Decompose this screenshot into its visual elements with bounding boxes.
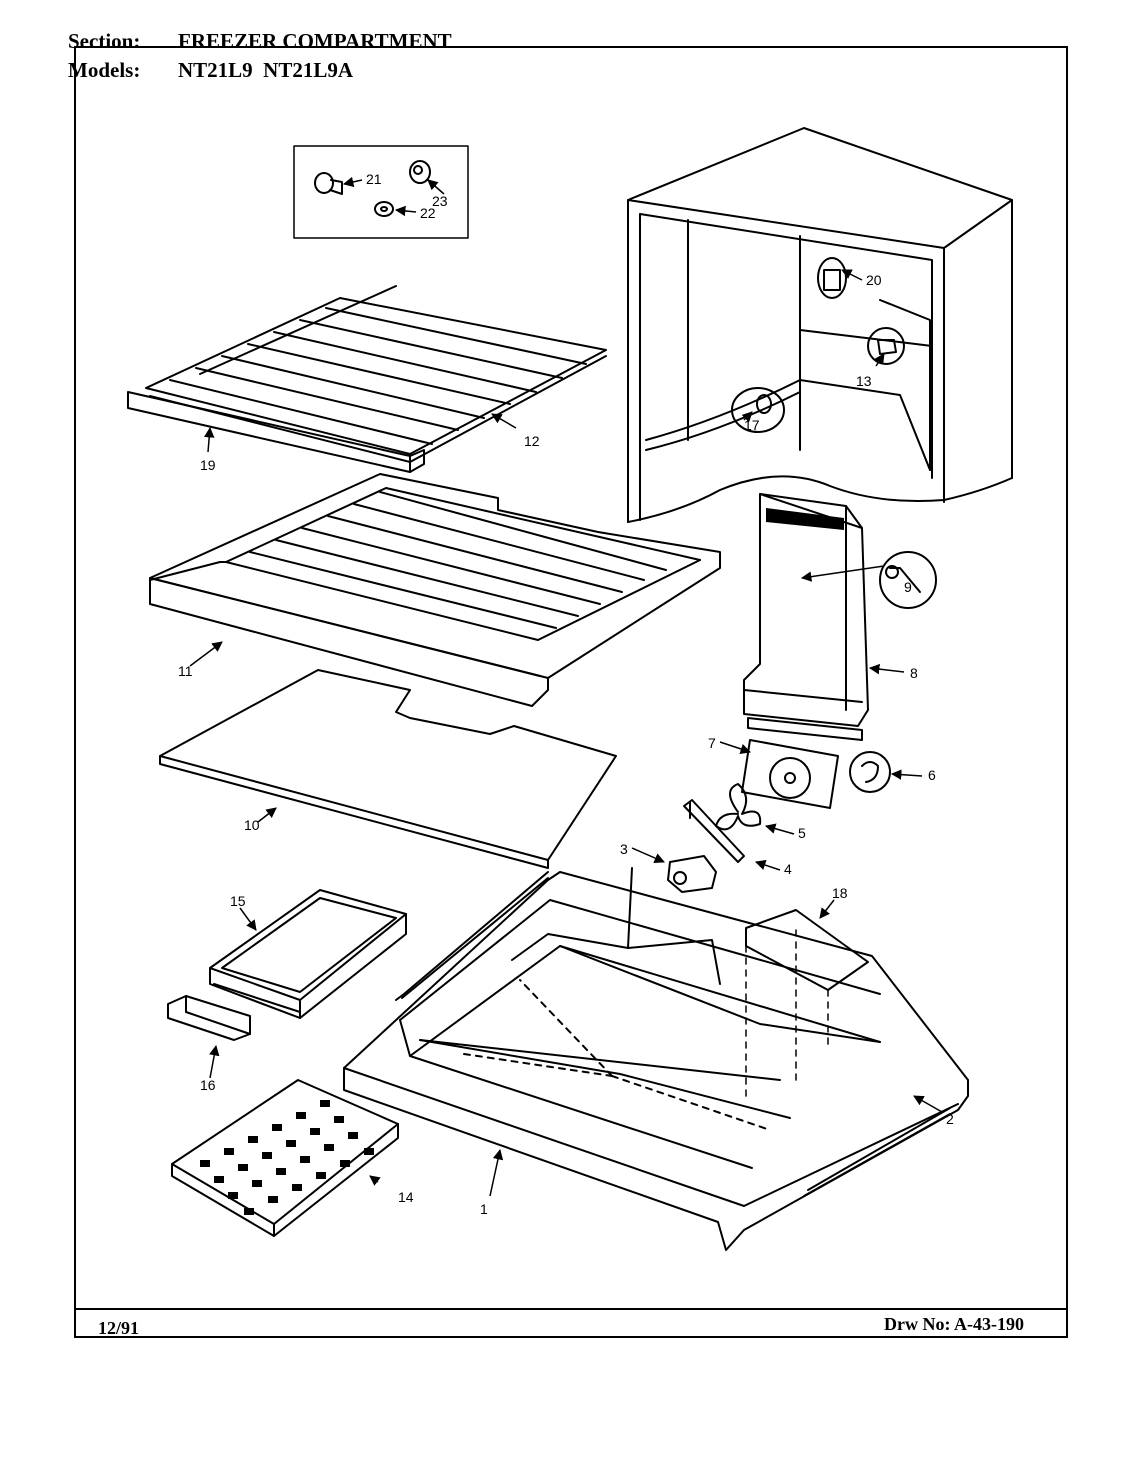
- callout-1: 1: [480, 1201, 488, 1217]
- part-17-plug: [731, 387, 785, 433]
- callout-22: 22: [420, 205, 436, 221]
- part-22-washer: [374, 201, 394, 217]
- part-5-fan-blade: [715, 783, 762, 831]
- part-23-cap: [409, 160, 431, 184]
- callout-5: 5: [798, 825, 806, 841]
- models-list: NT21L9 NT21L9A: [178, 58, 354, 82]
- callout-6: 6: [928, 767, 936, 783]
- part-11-freezer-shelf: [149, 473, 721, 707]
- part-8-air-duct: [743, 493, 869, 741]
- callout-leaders: [189, 176, 943, 1197]
- callout-4: 4: [784, 861, 792, 877]
- part-14-ice-tray: [171, 1079, 399, 1237]
- callout-17: 17: [744, 417, 760, 433]
- part-1-floor-pan: [343, 867, 969, 1251]
- part-21-bulb: [314, 172, 343, 195]
- part-6-grommet: [849, 751, 891, 793]
- callout-2: 2: [946, 1111, 954, 1127]
- part-7-fan-bracket: [741, 739, 839, 809]
- callout-10: 10: [244, 817, 260, 833]
- part-10-panel: [159, 669, 617, 869]
- callout-13: 13: [856, 373, 872, 389]
- drawing-date: 12/91: [98, 1318, 140, 1338]
- callout-20: 20: [866, 272, 882, 288]
- callout-11: 11: [178, 663, 193, 679]
- footer-divider: [74, 1308, 1068, 1310]
- drawing-frame: [74, 46, 1068, 1338]
- callout-3: 3: [620, 841, 628, 857]
- freezer-cabinet: [627, 127, 1013, 523]
- ice-tray-cells: [200, 1100, 374, 1215]
- drawing-number: Drw No: A-43-190: [884, 1314, 1024, 1334]
- callout-labels: 21 22 23 20 13 17 12 19 11 9 8 10 7 6 5 …: [178, 171, 954, 1217]
- callout-21: 21: [366, 171, 382, 187]
- part-4-motor-bracket: [683, 799, 745, 863]
- callout-19: 19: [200, 457, 216, 473]
- callout-9: 9: [904, 579, 912, 595]
- callout-14: 14: [398, 1189, 414, 1205]
- part-3-fan-motor: [667, 855, 717, 893]
- part-20-bracket: [817, 257, 847, 299]
- callout-7: 7: [708, 735, 716, 751]
- part-2-seal-strip: [395, 871, 951, 1197]
- small-parts-box: [293, 145, 469, 239]
- assembly-guide-lines: [745, 929, 829, 1097]
- part-9-screw: [879, 551, 937, 609]
- part-15-ice-bin: [209, 889, 407, 1019]
- part-19-shelf-rail: [127, 391, 425, 473]
- callout-12: 12: [524, 433, 540, 449]
- models-label: Models:: [68, 58, 141, 82]
- callout-18: 18: [832, 885, 848, 901]
- part-16-bin-rail: [167, 995, 251, 1041]
- part-18-cover: [745, 909, 869, 991]
- callout-23: 23: [432, 193, 448, 209]
- callout-15: 15: [230, 893, 246, 909]
- part-13-clip: [867, 327, 905, 365]
- callout-8: 8: [910, 665, 918, 681]
- callout-16: 16: [200, 1077, 216, 1093]
